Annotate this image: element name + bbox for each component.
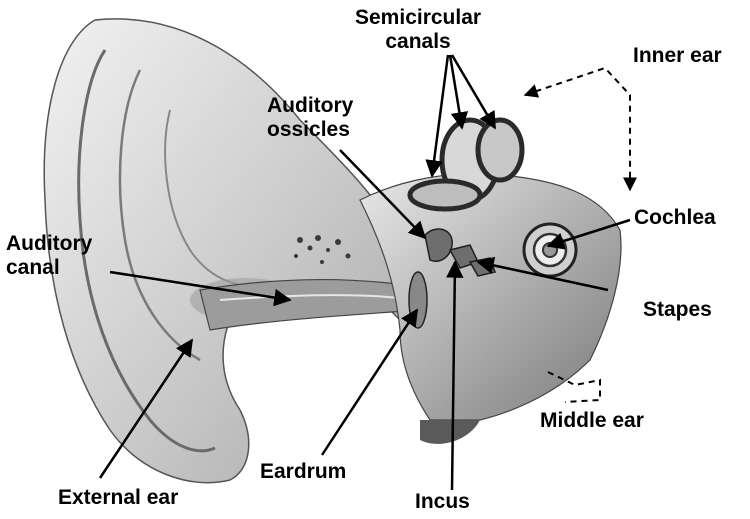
stapes-label: Stapes (643, 298, 712, 322)
incus-label: Incus (415, 490, 470, 514)
auditory-ossicles-label: Auditory ossicles (267, 94, 353, 142)
pinna-shape (44, 19, 400, 483)
eardrum-pointer (322, 310, 417, 455)
middle-ear-label: Middle ear (540, 409, 644, 433)
external-ear-label: External ear (58, 486, 178, 510)
cochlea-shape (524, 224, 576, 276)
inner-ear-label: Inner ear (633, 44, 722, 68)
inner-ear-bracket (525, 68, 630, 190)
semicircular-canals-label: Semicircular canals (355, 6, 481, 54)
semicircular-pointer-2 (450, 55, 462, 128)
auditory-canal-shape (200, 280, 420, 330)
cochlea-label: Cochlea (634, 206, 716, 230)
eardrum-label: Eardrum (260, 460, 346, 484)
semicircular-pointer-3 (452, 55, 495, 128)
auditory-canal-label: Auditory canal (6, 232, 92, 280)
